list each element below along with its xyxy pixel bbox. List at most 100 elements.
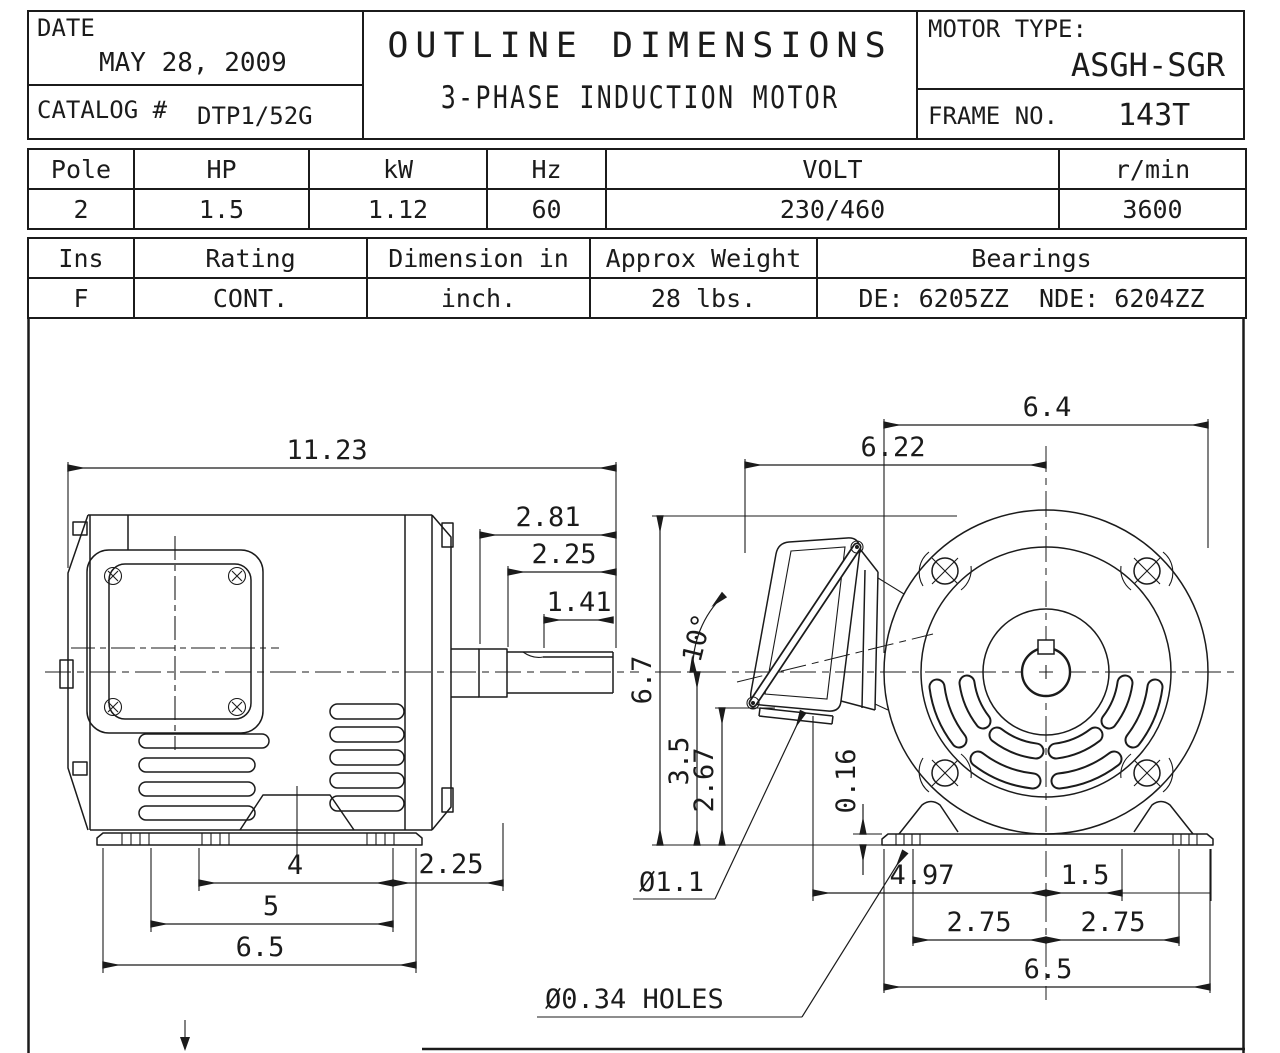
table-row: 2 1.5 1.12 60 230/460 3600 <box>27 188 1247 230</box>
end-screw-icon <box>918 551 972 591</box>
box-screw-icon <box>103 697 123 717</box>
table-row: Ins Rating Dimension in Approx Weight Be… <box>27 237 1247 279</box>
spec-value-cell: CONT. <box>133 277 368 319</box>
table-row: Pole HP kW Hz VOLT r/min <box>27 148 1247 190</box>
dim-foot-hole-span: 4 2.25 <box>198 823 504 932</box>
dim-text: 4 <box>287 850 303 881</box>
conduit-box-side <box>71 536 279 750</box>
spec-header-cell: Approx Weight <box>589 237 818 279</box>
catalog-label: CATALOG # <box>37 96 168 124</box>
spec-header-cell: Bearings <box>816 237 1247 279</box>
dim-center-height: 3.5 <box>664 671 701 846</box>
box-strap <box>746 540 864 710</box>
dim-text: 6.5 <box>1024 954 1073 985</box>
dim-overall-width: 6.4 <box>883 392 1209 653</box>
dim-text: 3.5 <box>664 737 695 786</box>
cutoff-arrow <box>180 1037 190 1051</box>
dim-text: 6.5 <box>236 932 285 963</box>
spec-header-cell: VOLT <box>605 148 1060 190</box>
spec-value-cell: 1.12 <box>308 188 488 230</box>
motor-type-cell: MOTOR TYPE: ASGH-SGR <box>918 12 1243 90</box>
dim-text: Ø0.34 HOLES <box>545 984 724 1015</box>
spec-value-cell: 60 <box>486 188 607 230</box>
end-screw-icon <box>918 753 972 793</box>
vent-slots-left <box>138 733 270 821</box>
title-block-center: OUTLINE DIMENSIONS 3-PHASE INDUCTION MOT… <box>364 12 918 138</box>
dim-shaft-ext: 2.25 <box>507 539 617 647</box>
dim-box-angle: 10° <box>677 591 728 673</box>
dim-hole-right: 2.75 <box>1045 849 1180 946</box>
dim-text: 2.81 <box>515 502 580 533</box>
motor-end-view: 6.4 6.22 6.7 3.5 2.67 <box>537 392 1235 1018</box>
spec-header-cell: Hz <box>486 148 607 190</box>
keyway <box>1037 639 1055 655</box>
dim-text: 6.4 <box>1023 392 1072 423</box>
dim-text: 0.16 <box>831 748 862 813</box>
sheet-title: OUTLINE DIMENSIONS <box>387 26 893 66</box>
conduit-box-end <box>746 537 905 725</box>
dim-text: Ø1.1 <box>639 867 704 898</box>
title-block: DATE MAY 28, 2009 CATALOG # DTP1/52G OUT… <box>27 10 1245 140</box>
dim-shaft-total: 2.81 <box>479 502 617 644</box>
spec-value-cell: F <box>27 277 135 319</box>
dim-text: 11.23 <box>286 435 367 466</box>
end-screw-icon <box>1120 753 1174 793</box>
dim-box-bottom-height: 2.67 <box>689 707 775 846</box>
frame-no-value: 143T <box>1118 98 1191 133</box>
dim-text: 4.97 <box>889 860 954 891</box>
spec-header-cell: Pole <box>27 148 135 190</box>
catalog-value: DTP1/52G <box>197 102 313 130</box>
spec-value-cell: 1.5 <box>133 188 310 230</box>
dim-text: 2.75 <box>1080 907 1145 938</box>
dim-foot-span: 5 <box>150 848 394 932</box>
spec-table-mechanical: Ins Rating Dimension in Approx Weight Be… <box>27 237 1247 319</box>
dim-key-length: 1.41 <box>543 587 614 648</box>
dim-text: 2.25 <box>418 849 483 880</box>
dim-text: 6.7 <box>627 656 658 705</box>
spec-header-cell: Ins <box>27 237 135 279</box>
table-row: F CONT. inch. 28 lbs. DE: 6205ZZ NDE: 62… <box>27 277 1247 319</box>
spec-header-cell: r/min <box>1058 148 1247 190</box>
dim-hole-offset: 1.5 <box>1045 849 1212 901</box>
title-block-left: DATE MAY 28, 2009 CATALOG # DTP1/52G <box>29 12 364 138</box>
vent-slots-right <box>329 703 405 812</box>
spec-header-cell: HP <box>133 148 310 190</box>
dim-text: 10° <box>677 611 719 666</box>
motor-base-end <box>881 800 1214 846</box>
dim-base-width-end: 6.5 <box>883 849 1211 993</box>
dim-text: 2.75 <box>946 907 1011 938</box>
spec-value-cell: 230/460 <box>605 188 1060 230</box>
spec-value-cell: inch. <box>366 277 591 319</box>
motor-type-value: ASGH-SGR <box>1070 46 1225 84</box>
box-screw-icon <box>103 566 123 586</box>
dim-overall-height: 6.7 <box>627 515 957 846</box>
dim-base-length-side: 6.5 <box>102 848 417 973</box>
shaft-side <box>451 648 614 698</box>
dim-pad-thickness: 0.16 <box>831 748 882 875</box>
sheet-frame <box>27 318 1245 1053</box>
end-screw-icon <box>1120 551 1174 591</box>
end-vent-slots <box>928 674 1164 790</box>
box-screw-icon <box>227 697 247 717</box>
outline-drawing: 11.23 2.81 2.25 1.41 4 <box>27 318 1245 1053</box>
dim-overall-length: 11.23 <box>67 435 617 648</box>
spec-header-cell: kW <box>308 148 488 190</box>
motor-body-outline <box>59 514 454 831</box>
spec-value-cell-bearings: DE: 6205ZZ NDE: 6204ZZ <box>816 277 1247 319</box>
dim-text: 5 <box>263 891 279 922</box>
frame-no-label: FRAME NO. <box>928 102 1059 130</box>
date-label: DATE <box>37 14 95 42</box>
dim-text: 6.22 <box>860 432 925 463</box>
spec-value-cell: 2 <box>27 188 135 230</box>
spec-table-electrical: Pole HP kW Hz VOLT r/min 2 1.5 1.12 60 2… <box>27 148 1247 230</box>
spec-header-cell: Dimension in <box>366 237 591 279</box>
spec-value-cell: 3600 <box>1058 188 1247 230</box>
motor-base-side <box>96 786 423 866</box>
dim-text: 1.41 <box>546 587 611 618</box>
dim-text: 2.25 <box>531 539 596 570</box>
sheet-subtitle: 3-PHASE INDUCTION MOTOR <box>440 80 840 116</box>
dim-text: 2.67 <box>689 747 720 812</box>
dim-text: 1.5 <box>1061 860 1110 891</box>
dim-conduit-hole: Ø1.1 <box>633 709 807 900</box>
dim-box-to-center: 6.22 <box>744 432 1047 553</box>
